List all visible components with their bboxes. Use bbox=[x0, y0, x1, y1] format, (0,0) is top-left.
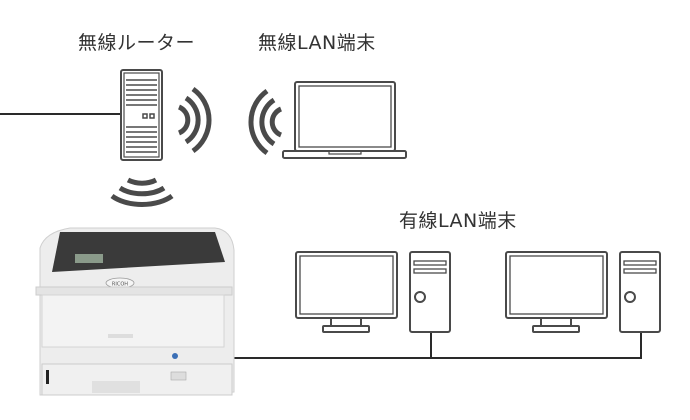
wireless-terminal-label: 無線LAN端末 bbox=[258, 32, 376, 54]
printer-brand-logo: RICOH bbox=[112, 282, 128, 288]
wired-terminal-label: 有線LAN端末 bbox=[399, 210, 517, 232]
printer-image bbox=[35, 227, 235, 396]
wifi-waves-left-icon bbox=[248, 88, 283, 156]
desktop-pc-1-icon bbox=[295, 251, 451, 333]
router-label: 無線ルーター bbox=[78, 32, 196, 54]
router-icon bbox=[120, 69, 163, 161]
wifi-waves-down-icon bbox=[110, 177, 174, 207]
laptop-icon bbox=[282, 81, 407, 159]
wifi-waves-right-icon bbox=[177, 86, 212, 154]
desktop-pc-2-icon bbox=[505, 251, 661, 333]
